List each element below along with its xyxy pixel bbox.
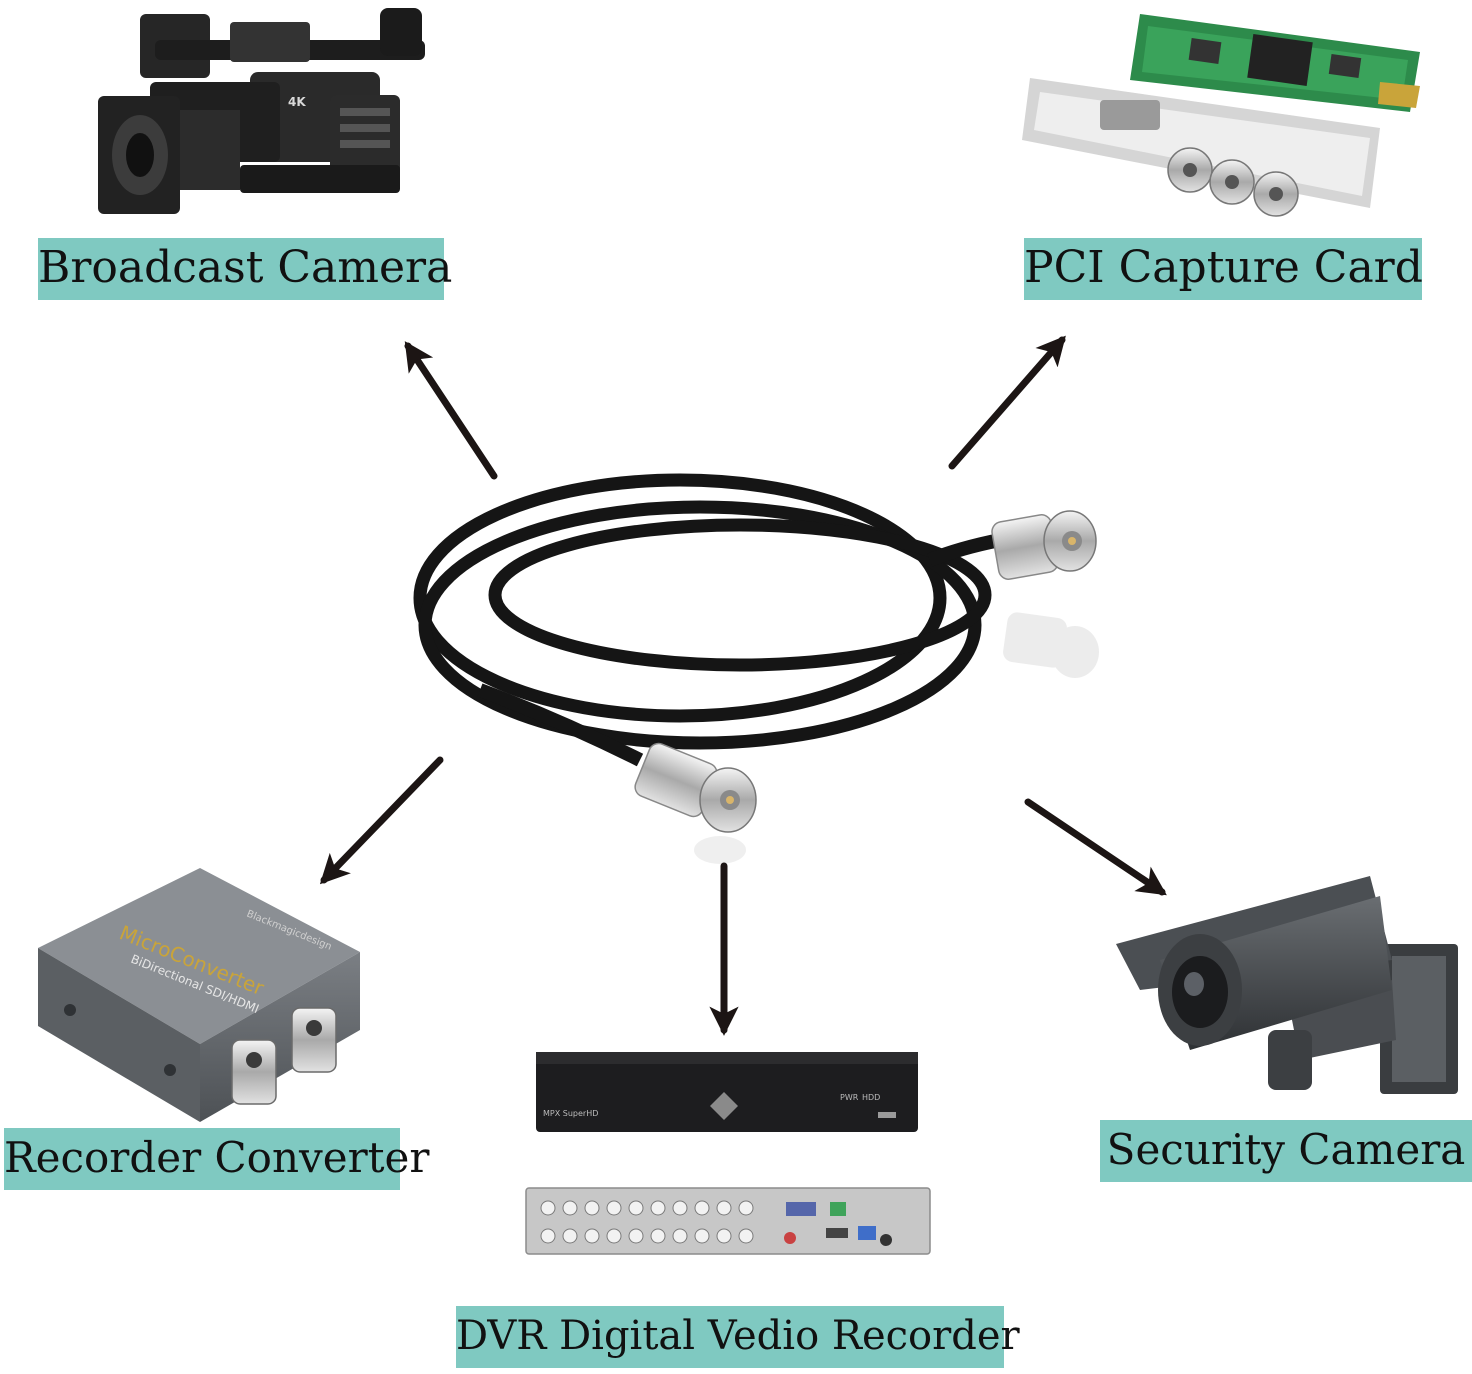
dvr-hdd-text: HDD	[862, 1093, 880, 1102]
label-pci-capture-card: PCI Capture Card	[1024, 238, 1423, 300]
recorder-converter-image: MicroConverter BiDirectional SDI/HDMI Bl…	[38, 868, 360, 1122]
broadcast-camera-image: 4K	[98, 8, 425, 214]
dvr-model-text: MPX SuperHD	[543, 1109, 598, 1118]
label-broadcast-camera: Broadcast Camera	[38, 238, 452, 300]
arrow-to-security-camera	[1024, 798, 1167, 896]
arrow-to-recorder-converter	[319, 756, 444, 885]
bnc-connector-right	[991, 510, 1097, 580]
label-recorder-converter: Recorder Converter	[4, 1128, 429, 1190]
bnc-cable-image	[413, 473, 1002, 767]
bnc-connector-bottom	[634, 742, 757, 833]
arrow-to-pci-capture-card	[948, 335, 1066, 470]
label-security-camera: Security Camera	[1100, 1120, 1472, 1182]
pci-capture-card-image	[1022, 14, 1420, 217]
bnc-connector-reflection	[1003, 612, 1099, 678]
bnc-bottom-reflection	[694, 836, 746, 864]
label-dvr-digital-video-recorder: DVR Digital Vedio Recorder	[456, 1306, 1020, 1368]
arrow-to-broadcast-camera	[404, 341, 498, 480]
security-camera-image	[1116, 876, 1458, 1094]
dvr-image: MPX SuperHD PWR HDD	[525, 1052, 931, 1255]
dvr-pwr-text: PWR	[840, 1093, 859, 1102]
camera-4k-badge: 4K	[288, 95, 306, 109]
